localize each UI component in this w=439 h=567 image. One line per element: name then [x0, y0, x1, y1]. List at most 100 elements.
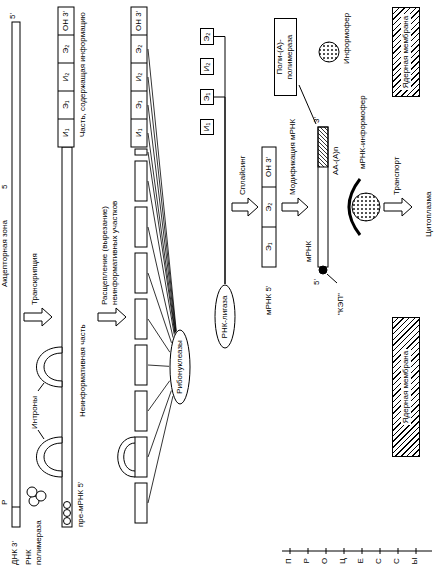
enzyme-leader: [148, 273, 172, 343]
mrna-strand: [262, 147, 276, 267]
leader-line: [327, 274, 337, 283]
scale-letter: Р: [302, 558, 312, 563]
scale-letter: Ц: [338, 558, 348, 564]
cut-fragments: [118, 7, 147, 523]
label-text: Э₁: [134, 101, 144, 109]
label-text: Неинформативная часть: [78, 324, 88, 417]
connector-line: [214, 37, 225, 285]
process-arrow: [384, 198, 412, 216]
scale-letter: С: [392, 558, 402, 564]
promoter-mark: [12, 507, 20, 508]
fragment-box: И₂: [200, 59, 214, 76]
label-text: И₁: [61, 129, 71, 137]
enzyme-leader: [148, 133, 175, 333]
node-text: И₂: [202, 63, 212, 72]
pre-mrna: [37, 7, 75, 527]
enzyme-leader: [148, 77, 176, 332]
label-text: ОН 3': [264, 157, 274, 177]
scale-letter: С: [374, 558, 384, 564]
process-arrow: [282, 198, 308, 216]
label-text: 5': [8, 13, 18, 19]
label-text: Э₁: [264, 243, 274, 251]
label-text: Транскрипция: [30, 253, 40, 305]
node-text: Рибонуклеазы: [175, 340, 185, 394]
informofer-particle: Информофер: [318, 40, 352, 64]
label-text: Часть, содержащая информацию: [78, 12, 88, 137]
ellipse-outline: [215, 286, 235, 349]
enzyme-leader: [148, 105, 176, 332]
scale-letter: Ы: [410, 557, 420, 564]
label-text: мРНК: [304, 241, 314, 262]
node-text: РНК-лигаза: [220, 296, 230, 339]
scale-letter: О: [320, 558, 330, 564]
label-text: И₂: [61, 73, 71, 82]
process-arrow: [232, 198, 258, 216]
leader-line: [38, 383, 44, 391]
enzyme-ellipse: РНК-лигаза: [214, 285, 236, 350]
label-text: 3': [312, 117, 322, 123]
label-text: 5': [312, 279, 322, 285]
label-text: 5: [0, 185, 10, 189]
enzyme-leader: [148, 49, 176, 331]
leader-line: [38, 430, 44, 439]
membrane-band: Ядерная мембрана: [392, 7, 420, 97]
scale-letter: Е: [356, 558, 366, 563]
enzyme-box: Поли-(А)-полимераза: [274, 18, 297, 96]
node-text: Ядерная мембрана: [401, 349, 411, 425]
label-text: мРНК 5': [264, 286, 274, 315]
label-text: Интроны: [30, 396, 40, 429]
fragment-box: И₁: [200, 119, 214, 135]
scale-letter: П: [284, 558, 294, 564]
label-text: АА-(А)n: [331, 147, 341, 175]
ellipse-outline: [170, 330, 190, 404]
label-text: мРНК-информофер: [358, 95, 368, 169]
label-text: Расщепление (вырезание) неинформативных …: [100, 150, 119, 305]
label-text: Э₁: [61, 101, 71, 109]
fragment-box: Э₁: [200, 89, 214, 105]
node-text: Э₁: [202, 93, 212, 101]
dna-strand: [12, 22, 20, 527]
label-text: Э₂: [61, 45, 71, 54]
label-text: пре-мРНК 5': [76, 482, 86, 527]
label-text: ОН 3': [134, 11, 144, 31]
node-text: Э₂: [202, 33, 212, 42]
enzyme-leader: [148, 396, 173, 503]
enzyme-leader: [148, 365, 169, 366]
modified-mrna: [318, 127, 328, 274]
label-text: Транспорт: [392, 157, 402, 195]
label-text: ОН 3': [61, 11, 71, 31]
enzyme-ellipse: Рибонуклеазы: [169, 329, 191, 405]
label-text: Модификация мРНК: [288, 119, 298, 195]
enzyme-leader: [148, 381, 170, 411]
label-text: "КЭП": [336, 293, 346, 315]
connector-line: [214, 97, 225, 284]
node-text: И₁: [202, 123, 212, 131]
informofer-circle: [319, 42, 339, 62]
label-text: ДНК 3': [10, 541, 20, 565]
label-text: Сплайсинг: [238, 156, 248, 196]
label-text: И₁: [134, 129, 144, 137]
enzyme-leader: [148, 319, 170, 352]
label-text: Э₂: [134, 45, 144, 54]
enzyme-leader: [148, 391, 171, 457]
process-arrow: [24, 308, 52, 326]
process-arrow: [98, 308, 126, 326]
label-text: Цитоплазма: [424, 192, 434, 237]
scale-ruler: [282, 548, 432, 554]
label-text: Р: [0, 500, 10, 505]
label-text: Э₂: [264, 203, 274, 212]
node-text: Информофер: [342, 40, 352, 64]
node-text: Поли-(А)-полимераза: [275, 22, 294, 92]
enzyme-leader: [148, 181, 174, 335]
mrna-informofer-complex: [349, 179, 380, 235]
label-text: И₂: [134, 73, 144, 82]
membrane-band: Ядерная мембрана: [392, 317, 420, 457]
node-text: Ядерная мембрана: [401, 14, 411, 90]
fragment-box: Э₂: [200, 29, 214, 46]
rna-polymerase: [27, 487, 46, 506]
label-text: РНК полимераза: [24, 510, 43, 565]
label-text: Акцепторная зона: [0, 220, 10, 287]
